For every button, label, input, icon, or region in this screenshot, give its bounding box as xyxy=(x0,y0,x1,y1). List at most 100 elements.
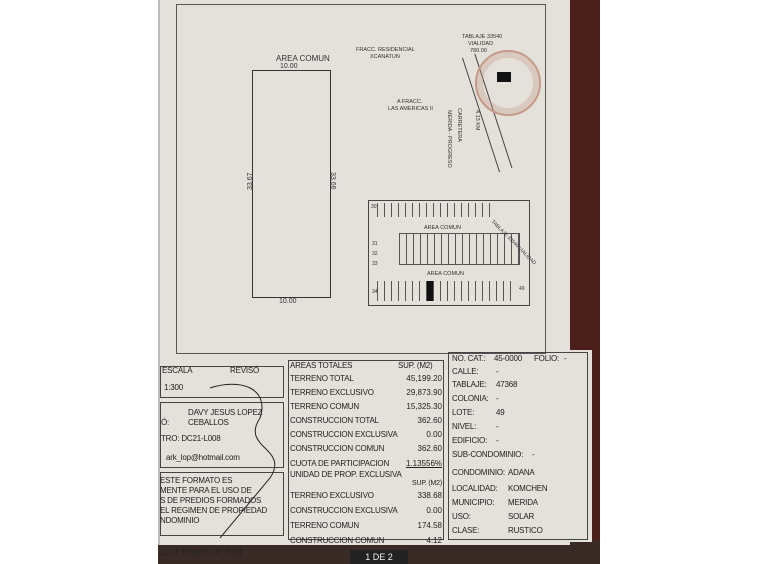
area-label: CONSTRUCCION EXCLUSIVA xyxy=(290,430,398,439)
property-label: TABLAJE: xyxy=(452,380,487,389)
cuota-label: CUOTA DE PARTICIPACION xyxy=(290,459,390,468)
property-value: MERIDA xyxy=(508,498,538,507)
note-line: MENTE PARA EL USO DE xyxy=(160,486,252,495)
property-value: - xyxy=(496,367,499,376)
condominium-plan: AREA COMUN AREA COMUN 30 31 32 33 34 49 … xyxy=(368,200,537,306)
folio-value: - xyxy=(564,354,567,363)
area-value: 362.60 xyxy=(417,444,442,453)
official-seal xyxy=(475,50,541,116)
property-value: ADANA xyxy=(508,468,535,477)
unit-area-value: 174.58 xyxy=(417,521,442,530)
property-value: 47368 xyxy=(496,380,518,389)
vialidad-length: 780.00 xyxy=(470,48,487,54)
reviso-label: REVISÓ xyxy=(230,366,260,375)
area-value: 29,873.90 xyxy=(406,388,442,397)
unit-area-value: 4.12 xyxy=(426,536,442,545)
property-label: USO: xyxy=(452,512,471,521)
unit-area-value: 338.68 xyxy=(417,491,442,500)
property-label: NIVEL: xyxy=(452,422,477,431)
dim-right: 33.66 xyxy=(329,172,336,190)
property-value: RUSTICO xyxy=(508,526,543,535)
escala-label: ESCALA xyxy=(162,366,193,375)
property-label: NO. CAT.: xyxy=(452,354,486,363)
property-label: CALLE: xyxy=(452,367,479,376)
signature xyxy=(209,383,276,538)
lot-number: 31 xyxy=(372,241,378,247)
property-value: SOLAR xyxy=(508,512,535,521)
plan-frame xyxy=(176,4,546,354)
area-label: CONSTRUCCION TOTAL xyxy=(290,416,379,425)
data-table: ESCALA REVISÓ 1:300 Ó: DAVY JESUS LOPEZ … xyxy=(160,352,590,557)
unit-area-value: 0.00 xyxy=(426,506,442,515)
lot-number: 33 xyxy=(372,261,378,267)
author-name-2: CEBALLOS xyxy=(188,418,229,427)
lot-number: 34 xyxy=(372,289,378,295)
property-label: LOTE: xyxy=(452,408,475,417)
tablaje-label: TABLAJE 33540 xyxy=(462,34,503,40)
xcanatun-label: XCANATUN xyxy=(370,54,400,60)
lot-row-top xyxy=(371,203,490,217)
lot-row-bottom xyxy=(371,281,511,301)
page-indicator: 1 DE 2 xyxy=(350,550,408,564)
area-value: 45,199.20 xyxy=(406,374,442,383)
lot-outline xyxy=(252,70,331,298)
unidad-sup: SUP. (M2) xyxy=(412,480,442,487)
area-label: TERRENO COMUN xyxy=(290,402,359,411)
fracc-residencial: FRACC. RESIDENCIAL xyxy=(356,47,415,53)
document-date: 11 DE ENERO DE 2024 xyxy=(160,548,242,557)
lot-number: 30 xyxy=(371,204,377,210)
unit-area-label: CONSTRUCCION COMUN xyxy=(290,536,385,545)
unit-area-label: CONSTRUCCION EXCLUSIVA xyxy=(290,506,398,515)
lot-number: 49 xyxy=(519,286,525,292)
area-value: 362.60 xyxy=(417,416,442,425)
areas-box xyxy=(288,360,444,540)
carretera-label: CARRETERA xyxy=(456,108,462,142)
property-value: - xyxy=(496,422,499,431)
elaboro-label: Ó: xyxy=(161,418,170,427)
distance-label: 4.13 KM xyxy=(474,110,480,131)
area-value: 0.00 xyxy=(426,430,442,439)
unidad-label: UNIDAD DE PROP. EXCLUSIVA xyxy=(290,470,402,479)
unit-area-label: TERRENO COMUN xyxy=(290,521,359,530)
author-box xyxy=(160,402,284,468)
cuota-value: 1.13556% xyxy=(405,459,442,468)
property-box xyxy=(448,352,588,540)
merida-progreso-label: MERIDA - PROGRESO xyxy=(446,110,452,168)
a-fracc-label: A FRACC. xyxy=(397,99,423,105)
property-value: - xyxy=(496,394,499,403)
note-line: NDOMINIO xyxy=(160,516,200,525)
vialidad-label: VIALIDAD xyxy=(468,41,494,47)
escala-box xyxy=(160,366,284,398)
location-marker xyxy=(497,72,511,82)
author-name-1: DAVY JESUS LOPEZ xyxy=(188,408,263,417)
area-comun-title: AREA COMUN xyxy=(276,54,330,63)
area-comun-label: AREA COMUN xyxy=(424,225,461,231)
dim-top: 10.00 xyxy=(280,63,298,70)
property-label: SUB-CONDOMINIO: xyxy=(452,450,524,459)
sup-header: SUP. (M2) xyxy=(398,361,433,370)
property-label: EDIFICIO: xyxy=(452,436,488,445)
escala-value: 1:300 xyxy=(164,383,184,392)
registro: TRO: DC21-L008 xyxy=(161,434,221,443)
property-value: 45-0000 xyxy=(494,354,522,363)
dim-left: 33.67 xyxy=(247,172,254,190)
property-label: COLONIA: xyxy=(452,394,489,403)
dim-bottom: 10.00 xyxy=(279,298,297,305)
property-label: CONDOMINIO: xyxy=(452,468,505,477)
area-label: TERRENO TOTAL xyxy=(290,374,354,383)
note-line: ESTE FORMATO ES xyxy=(160,476,233,485)
property-label: MUNICIPIO: xyxy=(452,498,495,507)
property-value: 49 xyxy=(496,408,505,417)
property-value: KOMCHEN xyxy=(508,484,548,493)
las-americas-label: LAS AMERICAS II xyxy=(388,106,433,112)
property-label: CLASE: xyxy=(452,526,480,535)
areas-header: AREAS TOTALES xyxy=(290,361,353,370)
note-line: S DE PREDIOS FORMADOS xyxy=(160,496,262,505)
folio-label: FOLIO: xyxy=(534,354,560,363)
area-label: CONSTRUCCION COMUN xyxy=(290,444,385,453)
lot-number: 32 xyxy=(372,251,378,257)
area-value: 15,325.30 xyxy=(406,402,442,411)
area-comun-label-2: AREA COMUN xyxy=(427,271,464,277)
property-value: - xyxy=(496,436,499,445)
property-label: LOCALIDAD: xyxy=(452,484,498,493)
